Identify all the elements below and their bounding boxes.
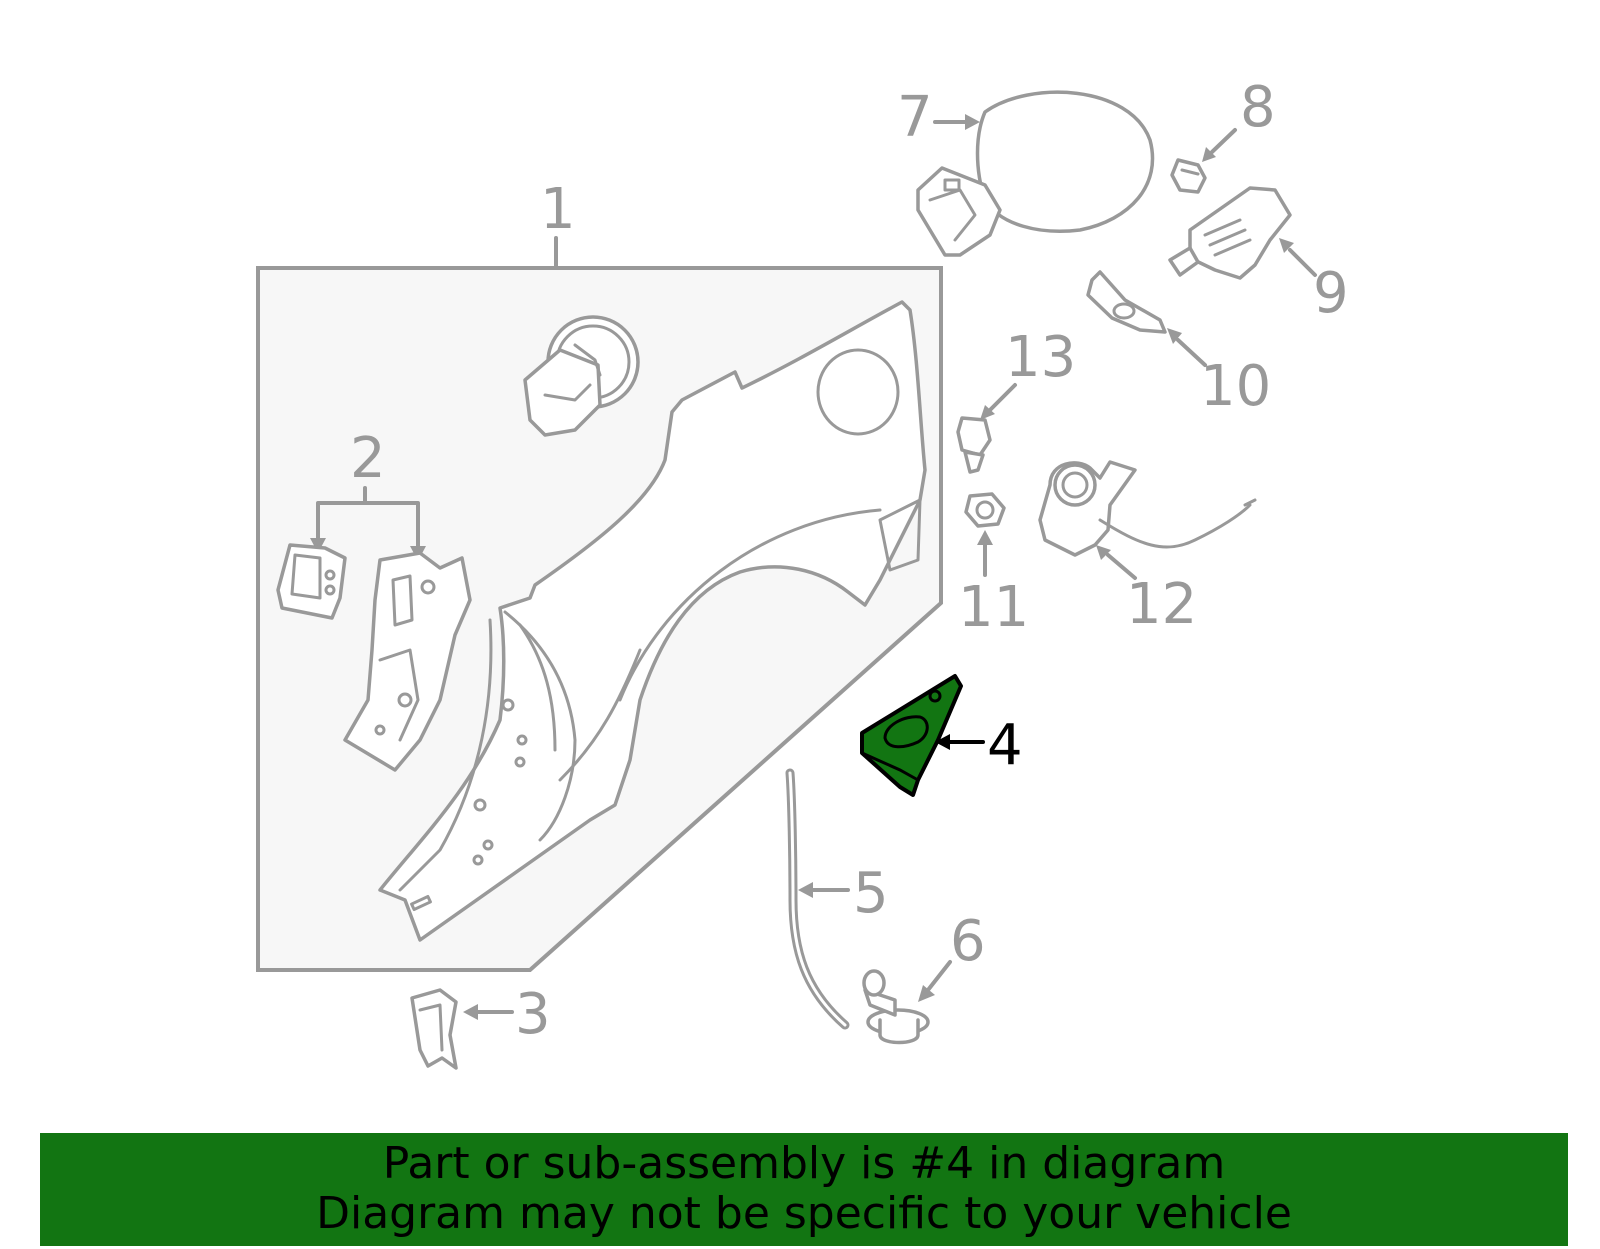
lock-12-part: [1038, 460, 1257, 557]
fuel-pocket-part: [523, 315, 640, 437]
bracket-2-small-part: [276, 543, 347, 620]
leader-10: [1176, 338, 1207, 367]
leader-8: [1210, 128, 1237, 154]
quarter-panel-part: [378, 300, 927, 942]
leader-12: [1106, 553, 1137, 580]
leader-9: [1288, 248, 1317, 277]
weatherstrip-5-inner: [788, 771, 847, 1027]
arrow-3: [463, 1004, 478, 1020]
callout-10: 10: [1200, 354, 1271, 419]
actuator-9-part: [1168, 186, 1292, 280]
clip-8-part: [1170, 158, 1207, 194]
callout-11: 11: [958, 575, 1029, 640]
arrow-9: [1279, 238, 1294, 253]
arrow-6: [918, 985, 935, 1002]
clip-6-part: [862, 969, 930, 1045]
bracket-3-part: [410, 988, 458, 1070]
weatherstrip-5-part: [785, 768, 850, 1030]
leader-6: [926, 960, 952, 992]
arrow-12: [1096, 545, 1111, 560]
callout-6: 6: [950, 909, 986, 974]
callout-5: 5: [853, 861, 889, 926]
arrow-8: [1202, 147, 1216, 162]
clip-13-part: [956, 416, 992, 474]
nut-11-part: [964, 492, 1006, 528]
callout-9: 9: [1313, 261, 1349, 326]
leader-13: [988, 383, 1017, 412]
arrow-4: [935, 734, 950, 750]
arrow-11: [977, 530, 993, 545]
callout-3: 3: [515, 982, 551, 1047]
callout-2: 2: [350, 426, 386, 491]
callout-7: 7: [897, 85, 933, 150]
arrow-10: [1167, 328, 1182, 344]
arrow-5: [798, 882, 813, 898]
info-banner: Part or sub-assembly is #4 in diagram Di…: [40, 1133, 1568, 1246]
callout-4: 4: [987, 713, 1023, 778]
callout-8: 8: [1240, 75, 1276, 140]
callout-13: 13: [1005, 325, 1076, 390]
arrow-2a: [310, 538, 326, 553]
highlighted-part-4: [860, 674, 963, 797]
callout-12: 12: [1126, 572, 1197, 637]
leader-2: [316, 486, 420, 550]
bracket-2-large-part: [343, 551, 472, 772]
banner-line-2: Diagram may not be specific to your vehi…: [316, 1188, 1292, 1239]
latch-10-part: [1086, 270, 1167, 334]
fuel-door-7-part: [916, 90, 1155, 257]
arrow-7: [965, 114, 980, 130]
arrow-13: [980, 405, 995, 420]
banner-line-1: Part or sub-assembly is #4 in diagram: [382, 1138, 1226, 1189]
callout-1: 1: [540, 177, 576, 242]
